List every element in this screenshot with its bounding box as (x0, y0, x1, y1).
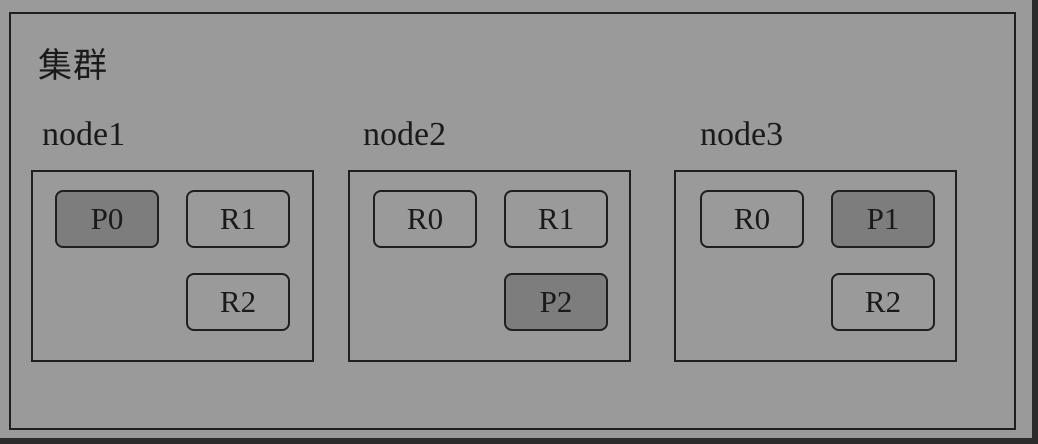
node1-shard-r2: R2 (186, 273, 290, 331)
node2-shard-p2: P2 (504, 273, 608, 331)
node1-shard-r1: R1 (186, 190, 290, 248)
cluster-label: 集群 (38, 48, 108, 85)
node3-box: R0 P1 R2 (674, 170, 957, 362)
node3-shard-p1: P1 (831, 190, 935, 248)
node1-title: node1 (42, 116, 126, 153)
node2-title: node2 (363, 116, 447, 153)
node1-box: P0 R1 R2 (31, 170, 314, 362)
node1-shard-p0: P0 (55, 190, 159, 248)
node3-shard-r0: R0 (700, 190, 804, 248)
node2-shard-r0: R0 (373, 190, 477, 248)
node3-shard-r2: R2 (831, 273, 935, 331)
cluster-frame (9, 12, 1016, 430)
node2-box: R0 R1 P2 (348, 170, 631, 362)
node3-title: node3 (700, 116, 784, 153)
node2-shard-r1: R1 (504, 190, 608, 248)
